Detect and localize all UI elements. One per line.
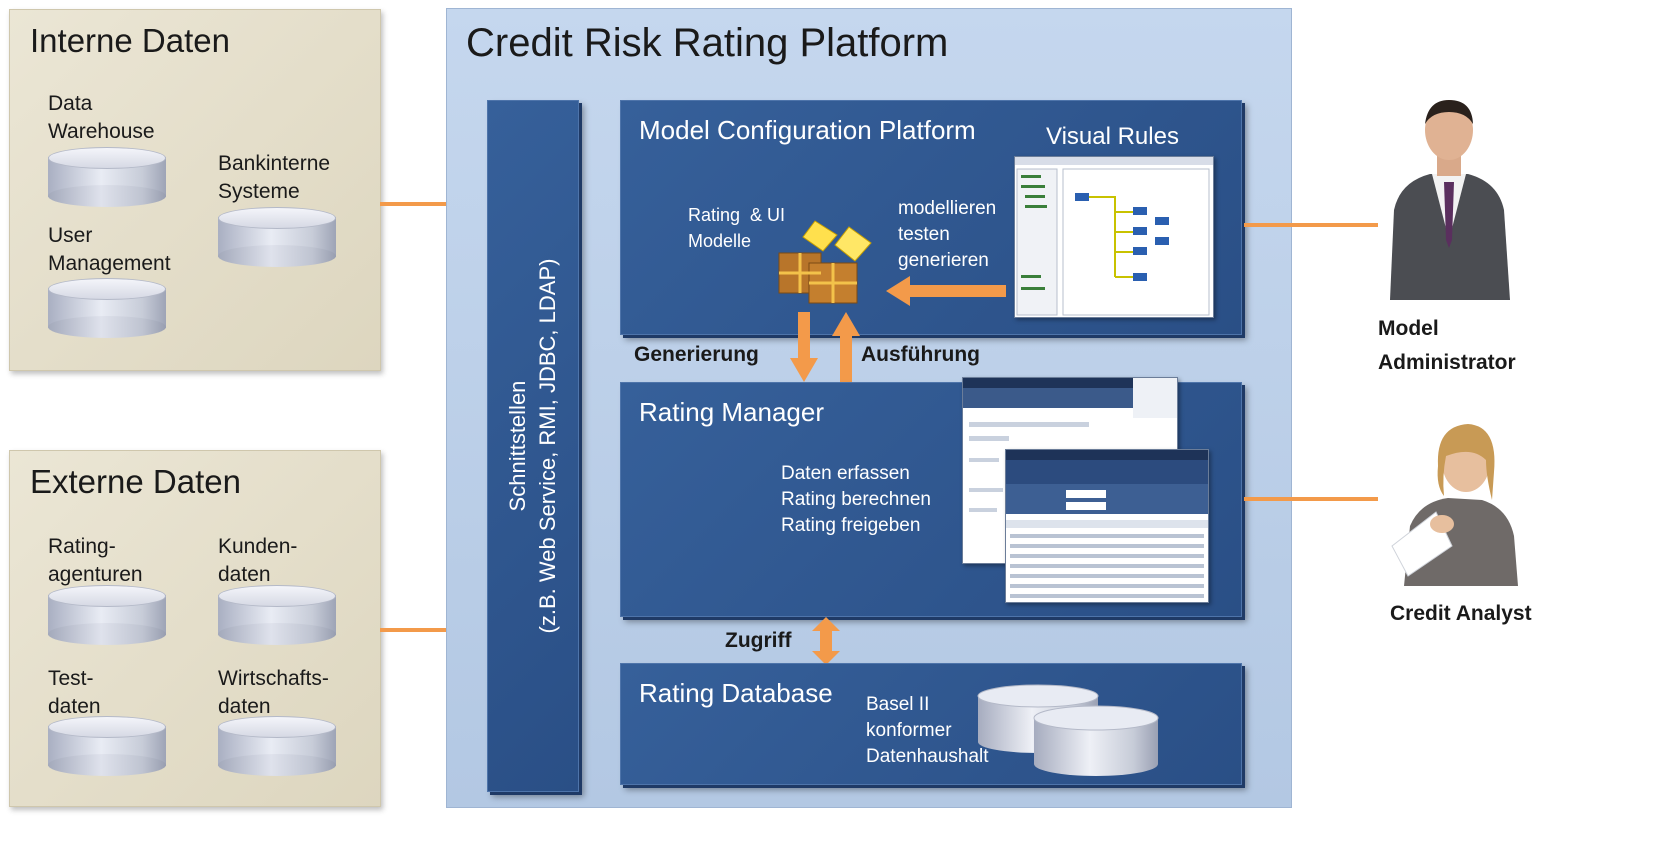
bankinterne-systeme-db-icon — [218, 207, 336, 267]
interne-daten-title: Interne Daten — [30, 22, 230, 59]
rating-manager-screenshot-front — [1005, 449, 1209, 603]
interne-daten-panel: Interne Daten Data Warehouse Bankinterne… — [9, 9, 381, 371]
platform-title: Credit Risk Rating Platform — [466, 21, 949, 65]
data-warehouse-label: Data Warehouse — [48, 92, 155, 143]
model-configuration-platform-box: Model Configuration Platform Rating & UI… — [620, 100, 1242, 335]
schnittstellen-label: Schnittstellen (z.B. Web Service, RMI, J… — [505, 258, 560, 634]
rating-database-description: Basel II konformer Datenhaushalt — [866, 694, 989, 767]
schnittstellen-box: Schnittstellen (z.B. Web Service, RMI, J… — [487, 100, 579, 792]
ratingagenturen-label: Rating- agenturen — [48, 535, 143, 586]
rating-manager-actions: Daten erfassen Rating berechnen Rating f… — [781, 463, 931, 536]
ausfuehrung-arrow — [832, 312, 860, 382]
zugriff-label: Zugriff — [725, 629, 792, 652]
rating-models-package-icon — [778, 220, 872, 304]
ratingagenturen-db-icon — [48, 585, 166, 645]
ausfuehrung-label: Ausführung — [861, 343, 980, 366]
user-management-label: User Management — [48, 224, 171, 275]
generierung-arrow — [790, 312, 818, 382]
rating-manager-box: Rating Manager Daten erfassen Rating ber… — [620, 377, 1242, 617]
visual-rules-screenshot — [1014, 156, 1214, 318]
externe-daten-connector — [380, 628, 488, 632]
zugriff-arrow — [812, 617, 840, 665]
testdaten-db-icon — [48, 716, 166, 776]
visual-rules-label: Visual Rules — [1046, 123, 1179, 150]
rating-manager-title: Rating Manager — [639, 397, 824, 427]
externe-daten-panel: Externe Daten Rating- agenturen Kunden- … — [9, 450, 381, 807]
model-administrator-avatar — [1380, 90, 1518, 300]
rating-database-db-icon — [977, 684, 1159, 776]
model-admin-connector — [1244, 223, 1378, 227]
model-administrator-label: Model Administrator — [1378, 317, 1516, 374]
rating-database-box: Rating Database Basel II konformer Daten… — [620, 663, 1242, 785]
credit-analyst-label: Credit Analyst — [1390, 602, 1532, 625]
modeling-actions: modellieren testen generieren — [898, 198, 997, 271]
model-configuration-title: Model Configuration Platform — [639, 115, 976, 145]
bankinterne-systeme-label: Bankinterne Systeme — [218, 152, 331, 203]
credit-analyst-avatar — [1386, 416, 1526, 586]
user-management-db-icon — [48, 278, 166, 338]
wirtschaftsdaten-db-icon — [218, 716, 336, 776]
kundendaten-db-icon — [218, 585, 336, 645]
externe-daten-title: Externe Daten — [30, 463, 241, 500]
data-warehouse-db-icon — [48, 147, 166, 207]
models-label: Rating & UI Modelle — [688, 205, 786, 251]
wirtschaftsdaten-label: Wirtschafts- daten — [218, 667, 329, 718]
testdaten-label: Test- daten — [48, 667, 101, 718]
generate-arrow — [886, 276, 1006, 306]
interne-daten-connector — [380, 202, 488, 206]
credit-analyst-connector — [1244, 497, 1378, 501]
rating-database-title: Rating Database — [639, 678, 833, 708]
kundendaten-label: Kunden- daten — [218, 535, 298, 586]
generierung-label: Generierung — [634, 343, 759, 366]
